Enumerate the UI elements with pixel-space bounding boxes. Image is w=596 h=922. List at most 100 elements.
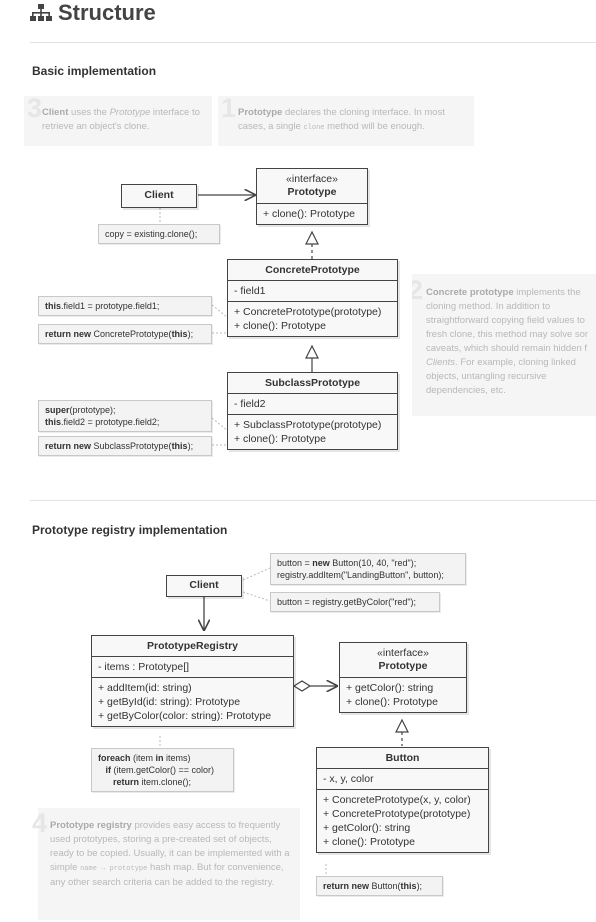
code-keyword: return new: [45, 329, 92, 339]
class-name: Client: [144, 189, 174, 201]
code-keyword: return: [113, 777, 140, 787]
fields-section: - field2: [228, 393, 397, 414]
method: + SubclassPrototype(prototype): [234, 419, 382, 431]
code-text: );: [416, 881, 423, 891]
method: + clone(): Prototype: [234, 433, 326, 445]
note-prototype: 1 Prototype declares the cloning interfa…: [218, 95, 474, 146]
code-text: (prototype);: [69, 405, 116, 415]
code-keyword: foreach: [98, 753, 131, 763]
stereotype-label: «interface»: [286, 173, 338, 185]
note-number: 3: [27, 93, 43, 123]
subclass-prototype-class: SubclassPrototype - field2 + SubclassPro…: [227, 372, 398, 450]
prototype-interface: «interface» Prototype + clone(): Prototy…: [256, 168, 368, 225]
fields-section: - x, y, color: [317, 768, 488, 789]
field: - field2: [234, 398, 266, 410]
divider: [30, 42, 596, 43]
code-note-add-item: button = new Button(10, 40, "red"); regi…: [270, 553, 466, 585]
code-keyword: this: [400, 881, 417, 891]
code-keyword: this: [45, 301, 62, 311]
note-text: method will be enough.: [324, 121, 425, 132]
note-text: uses the: [68, 107, 110, 118]
note-registry: 4 Prototype registry provides easy acces…: [32, 808, 300, 920]
fields-section: - field1: [228, 280, 397, 301]
method: + getByColor(color: string): Prototype: [98, 710, 272, 722]
note-concrete: 2 Concrete prototype implements the clon…: [412, 274, 596, 416]
note-text: hash map. But for convenience, any other…: [50, 862, 284, 888]
method: + clone(): Prototype: [263, 208, 355, 220]
stereotype-label: «interface»: [377, 647, 429, 659]
code-text: Button(10, 40, "red");: [329, 558, 417, 568]
code-text: );: [187, 441, 194, 451]
code-note-subclass-ctor: super(prototype); this.field2 = prototyp…: [38, 400, 212, 432]
code-text: ConcretePrototype(: [91, 329, 172, 339]
method: + addItem(id: string): [98, 682, 192, 694]
method: + getColor(): string: [346, 682, 434, 694]
registry-client-class: Client: [166, 575, 242, 597]
method: + clone(): Prototype: [323, 836, 415, 848]
code-keyword: this: [45, 417, 62, 427]
class-name: ConcretePrototype: [265, 264, 360, 276]
note-text: . For example, cloning linked objects, u…: [426, 357, 576, 396]
code-note-subclass-clone: return new SubclassPrototype(this);: [38, 436, 212, 456]
code-note-get-by-color: button = registry.getByColor("red");: [270, 592, 440, 612]
title-text: Structure: [58, 0, 156, 25]
code-text: (item: [130, 753, 156, 763]
methods-section: + getColor(): string + clone(): Prototyp…: [340, 677, 466, 712]
code-note-field-copy: this.field1 = prototype.field1;: [38, 296, 212, 316]
code-keyword: new: [312, 558, 330, 568]
code-keyword: return new: [45, 441, 92, 451]
code-keyword: this: [171, 441, 188, 451]
method: + ConcretePrototype(x, y, color): [323, 794, 471, 806]
methods-section: + SubclassPrototype(prototype) + clone()…: [228, 414, 397, 449]
method: + getColor(): string: [323, 822, 411, 834]
note-number: 2: [412, 275, 424, 305]
class-name: SubclassPrototype: [264, 377, 361, 389]
code-text: (item.getColor() == color): [111, 765, 215, 775]
code-text: item.clone();: [139, 777, 192, 787]
note-text: implements the cloning method. In additi…: [426, 287, 589, 354]
concrete-prototype-class: ConcretePrototype - field1 + ConcretePro…: [227, 259, 398, 337]
note-code: clone: [303, 124, 325, 132]
code-keyword: if: [105, 765, 112, 775]
method: + ConcretePrototype(prototype): [323, 808, 471, 820]
field: - items : Prototype[]: [98, 661, 190, 673]
section-heading-basic: Basic implementation: [32, 64, 157, 78]
note-italic: Clients: [426, 357, 456, 368]
class-name: Button: [385, 752, 420, 764]
methods-section: + ConcretePrototype(x, y, color) + Concr…: [317, 789, 488, 852]
divider: [30, 500, 596, 501]
note-bold: Prototype registry: [50, 820, 132, 831]
code-keyword: super: [45, 405, 70, 415]
code-text: );: [187, 329, 194, 339]
code-keyword: this: [171, 329, 188, 339]
method: + ConcretePrototype(prototype): [234, 306, 382, 318]
code-text: items): [163, 753, 191, 763]
hierarchy-icon: [30, 4, 52, 21]
class-name: Client: [189, 579, 219, 591]
code-text: .field2 = prototype.field2;: [61, 417, 160, 427]
note-bold: Prototype: [238, 107, 283, 118]
method: + clone(): Prototype: [234, 320, 326, 332]
code-keyword: return new: [323, 881, 370, 891]
code-note-concrete-clone: return new ConcretePrototype(this);: [38, 324, 212, 344]
class-name: Prototype: [287, 186, 337, 198]
note-italic: Prototype: [109, 107, 151, 118]
prototype-registry-class: PrototypeRegistry - items : Prototype[] …: [91, 635, 294, 727]
note-text: declares the cloning interface. In most …: [238, 107, 445, 132]
methods-section: + ConcretePrototype(prototype) + clone()…: [228, 301, 397, 336]
section-heading-registry: Prototype registry implementation: [32, 523, 228, 537]
note-text: interface to retrieve an object's clone.: [42, 107, 200, 132]
code-note-button-clone: return new Button(this);: [316, 876, 443, 896]
methods-section: + clone(): Prototype: [257, 203, 367, 224]
methods-section: + addItem(id: string) + getById(id: stri…: [92, 677, 293, 726]
code-note-foreach: foreach (item in items) if (item.getColo…: [91, 748, 234, 792]
field: - x, y, color: [323, 773, 374, 785]
page-title: Structure: [30, 0, 156, 26]
note-code: name → prototype: [80, 865, 148, 873]
code-text: button =: [277, 558, 313, 568]
class-name: Prototype: [378, 660, 428, 672]
code-text: registry.addItem("LandingButton", button…: [277, 570, 444, 580]
button-class: Button - x, y, color + ConcretePrototype…: [316, 747, 489, 853]
code-keyword: in: [155, 753, 164, 763]
